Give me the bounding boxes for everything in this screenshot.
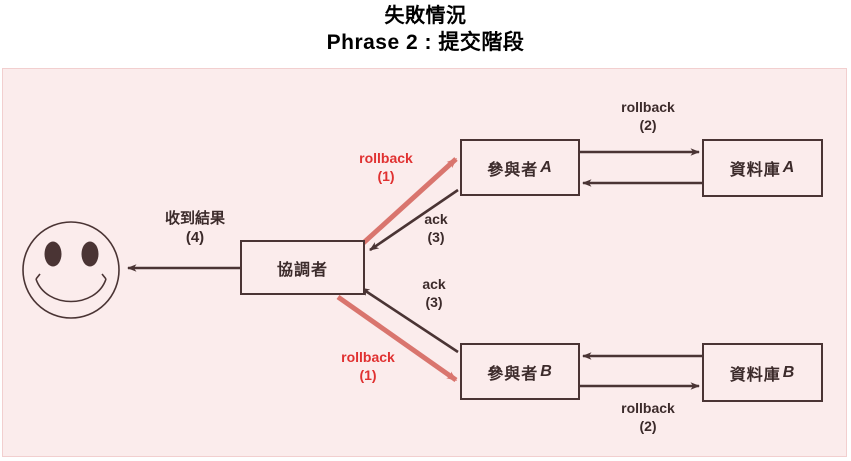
edge-label-rollback-1-a-number: (1) <box>377 167 395 184</box>
edge-rollback-1-b <box>336 294 458 383</box>
edge-label-rollback-2-a: rollback (2) <box>600 99 696 134</box>
edge-rollback-1-a <box>358 157 458 248</box>
node-participant-a-suffix: A <box>540 158 553 176</box>
node-database-b-label: 資料庫 <box>729 366 781 384</box>
edge-label-rollback-2-a-text: rollback <box>621 99 675 115</box>
node-database-a-suffix: A <box>782 159 796 176</box>
edge-label-ack-3-a-number: (3) <box>427 228 445 245</box>
edge-ack-3-a <box>369 188 459 252</box>
edge-label-rollback-1-b: rollback (1) <box>320 349 416 384</box>
edge-label-rollback-1-b-text: rollback <box>341 349 395 365</box>
diagram-title: 失敗情況 Phrase 2 : 提交階段 <box>0 4 851 56</box>
node-participant-b[interactable]: 參與者 B <box>460 343 580 400</box>
edge-label-rollback-2-b-text: rollback <box>621 400 675 416</box>
edge-label-ack-3-b-text: ack <box>422 276 446 292</box>
edge-label-result-4-number: (4) <box>185 228 205 246</box>
edge-ack-3-b <box>360 286 459 354</box>
edge-label-rollback-1-b-number: (1) <box>359 366 377 383</box>
edge-label-ack-3-a-text: ack <box>424 211 448 227</box>
edge-label-rollback-2-b-number: (2) <box>639 417 657 434</box>
node-participant-b-label: 參與者 <box>487 365 539 383</box>
node-database-a-label: 資料庫 <box>729 162 781 179</box>
title-line-2: Phrase 2 : 提交階段 <box>326 30 525 54</box>
edge-label-rollback-1-a-text: rollback <box>359 150 413 166</box>
edge-label-ack-3-b-number: (3) <box>425 293 443 310</box>
node-participant-a-label: 參與者 <box>487 161 539 179</box>
node-database-a[interactable]: 資料庫 A <box>702 139 823 197</box>
edge-label-result-4: 收到結果 (4) <box>140 210 250 248</box>
edge-label-ack-3-a: ack (3) <box>408 211 464 246</box>
node-participant-a[interactable]: 參與者 A <box>460 139 580 196</box>
node-coordinator[interactable]: 協調者 <box>240 240 365 295</box>
node-coordinator-label: 協調者 <box>276 261 328 279</box>
title-line-1: 失敗情況 <box>384 5 467 27</box>
node-database-b-suffix: B <box>782 363 796 381</box>
node-database-b[interactable]: 資料庫 B <box>702 343 823 402</box>
node-participant-b-suffix: B <box>540 362 553 380</box>
edge-label-rollback-2-a-number: (2) <box>639 116 657 133</box>
edge-label-rollback-1-a: rollback (1) <box>338 150 434 185</box>
edge-label-result-4-text: 收到結果 <box>164 210 225 227</box>
edge-label-ack-3-b: ack (3) <box>406 276 462 311</box>
smiley-face-icon <box>22 221 120 319</box>
edge-label-rollback-2-b: rollback (2) <box>600 400 696 435</box>
